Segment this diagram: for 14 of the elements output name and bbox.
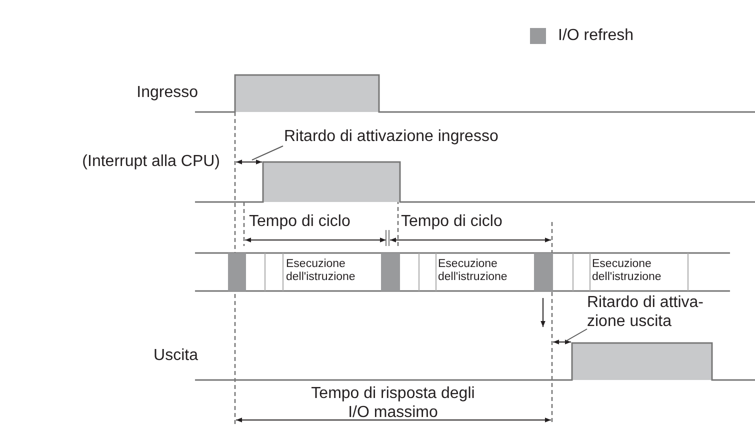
step-label: Esecuzione dell'istruzione — [438, 258, 508, 284]
signal-name: (Interrupt alla CPU) — [81, 152, 220, 171]
step-label: Esecuzione dell'istruzione — [592, 258, 662, 284]
leader-line — [566, 328, 588, 342]
duration-label: Tempo di ciclo — [249, 212, 350, 231]
leader-line — [252, 146, 284, 160]
delay-label: Ritardo di attiva- zione uscita — [587, 293, 727, 331]
signal-name: Ingresso — [136, 83, 198, 102]
duration-label: Tempo di ciclo — [401, 212, 502, 231]
signal-name: Uscita — [152, 346, 198, 365]
legend-label: I/O refresh — [558, 26, 634, 45]
duration-label: Tempo di risposta degli I/O massimo — [310, 384, 476, 422]
delay-label: Ritardo di attivazione ingresso — [284, 127, 498, 146]
step-label: Esecuzione dell'istruzione — [286, 258, 356, 284]
